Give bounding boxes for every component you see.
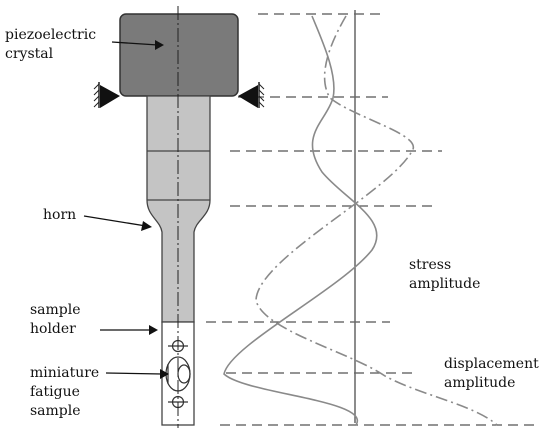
label-stress-line-2: amplitude [409, 276, 481, 292]
horizontal-dashed-lines [206, 13, 540, 426]
piezoelectric-crystal-block [119, 13, 239, 97]
label-piezo-line-1: piezoelectric [5, 27, 97, 43]
arrow-horn-head [141, 221, 152, 231]
mount-right-hatching [258, 83, 265, 108]
label-horn-text: horn [43, 207, 77, 223]
sample-inner-ellipse [177, 364, 191, 384]
label-sample-line-2: fatigue [30, 384, 80, 400]
mount-left [93, 82, 120, 108]
ultrasonic-device [93, 6, 265, 428]
label-displacement-amplitude: displacement amplitude [444, 355, 539, 393]
mount-right-wedge [238, 85, 258, 108]
arrow-piezo [111, 41, 159, 46]
mount-left-hatching [93, 83, 100, 108]
arrow-piezo-head [155, 40, 164, 50]
arrow-sample [105, 372, 163, 375]
label-piezo-line-2: crystal [5, 46, 54, 62]
label-sample-holder: sample holder [30, 301, 81, 339]
mount-left-wedge [100, 85, 120, 108]
label-piezoelectric-crystal: piezoelectric crystal [5, 26, 96, 64]
stress-amplitude-curve [223, 15, 378, 426]
label-holder-line-2: holder [30, 321, 76, 337]
arrow-holder-head [149, 325, 158, 335]
label-stress-amplitude: stress amplitude [409, 256, 480, 294]
annotation-arrows [83, 40, 169, 379]
label-holder-line-1: sample [30, 302, 81, 318]
label-stress-line-1: stress [409, 257, 452, 273]
label-sample-line-1: miniature [30, 365, 100, 381]
mount-right [238, 82, 265, 108]
label-disp-line-2: amplitude [444, 375, 516, 391]
arrow-horn [83, 215, 147, 227]
label-sample-line-3: sample [30, 403, 81, 419]
arrow-sample-head [160, 369, 169, 379]
label-miniature-fatigue-sample: miniature fatigue sample [30, 364, 99, 421]
label-disp-line-1: displacement [444, 356, 539, 372]
label-horn: horn [43, 206, 76, 225]
